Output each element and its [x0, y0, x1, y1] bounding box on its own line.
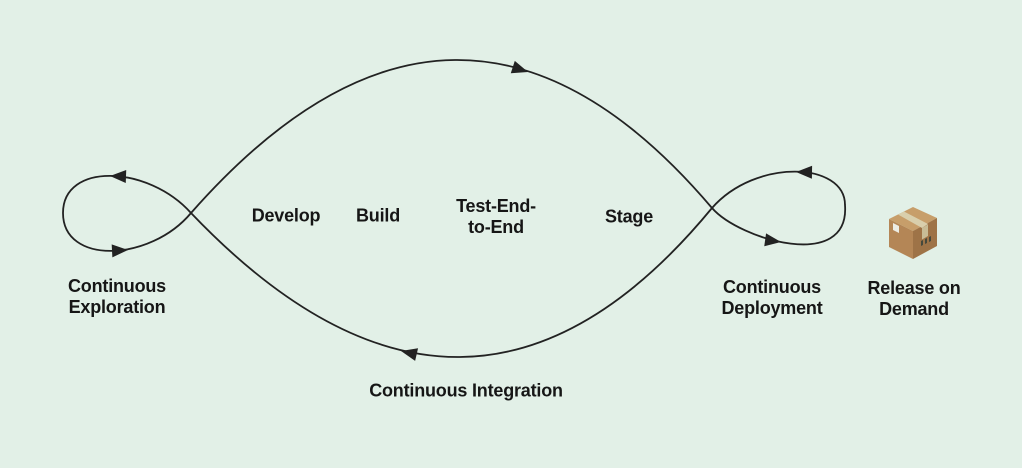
package-tape-side: [922, 224, 928, 240]
label-stage-stage: Stage: [604, 206, 654, 227]
arrowhead-left-loop-bottom-icon: [111, 244, 128, 258]
arrowhead-right-loop-bottom-icon: [764, 233, 781, 247]
package-mark-3: [929, 236, 931, 242]
label-continuous-integration: Continuous Integration: [369, 380, 563, 401]
arrowhead-left-loop-top-icon: [110, 170, 127, 184]
package-label: [893, 223, 899, 233]
arrowhead-right-loop-top-icon: [796, 165, 813, 179]
label-stage-test-end-to-end: Test-End- to-End: [456, 196, 536, 237]
package-mark-1: [921, 240, 923, 246]
label-continuous-exploration: Continuous Exploration: [68, 276, 166, 317]
package-tape-top: [898, 211, 928, 228]
label-stage-build: Build: [356, 205, 400, 226]
package-mark-2: [925, 238, 927, 244]
package-icon: [883, 201, 941, 260]
pipeline-curve-path: [62, 59, 846, 358]
arrowhead-bottom-left-icon: [401, 348, 419, 361]
label-stage-develop: Develop: [251, 205, 321, 226]
arrowheads: [110, 60, 813, 361]
label-release-on-demand: Release on Demand: [867, 278, 961, 319]
arrowhead-top-right-icon: [510, 60, 528, 74]
package-right-face: [913, 218, 937, 259]
label-continuous-deployment: Continuous Deployment: [721, 277, 823, 318]
package-box-icon: [889, 207, 937, 259]
